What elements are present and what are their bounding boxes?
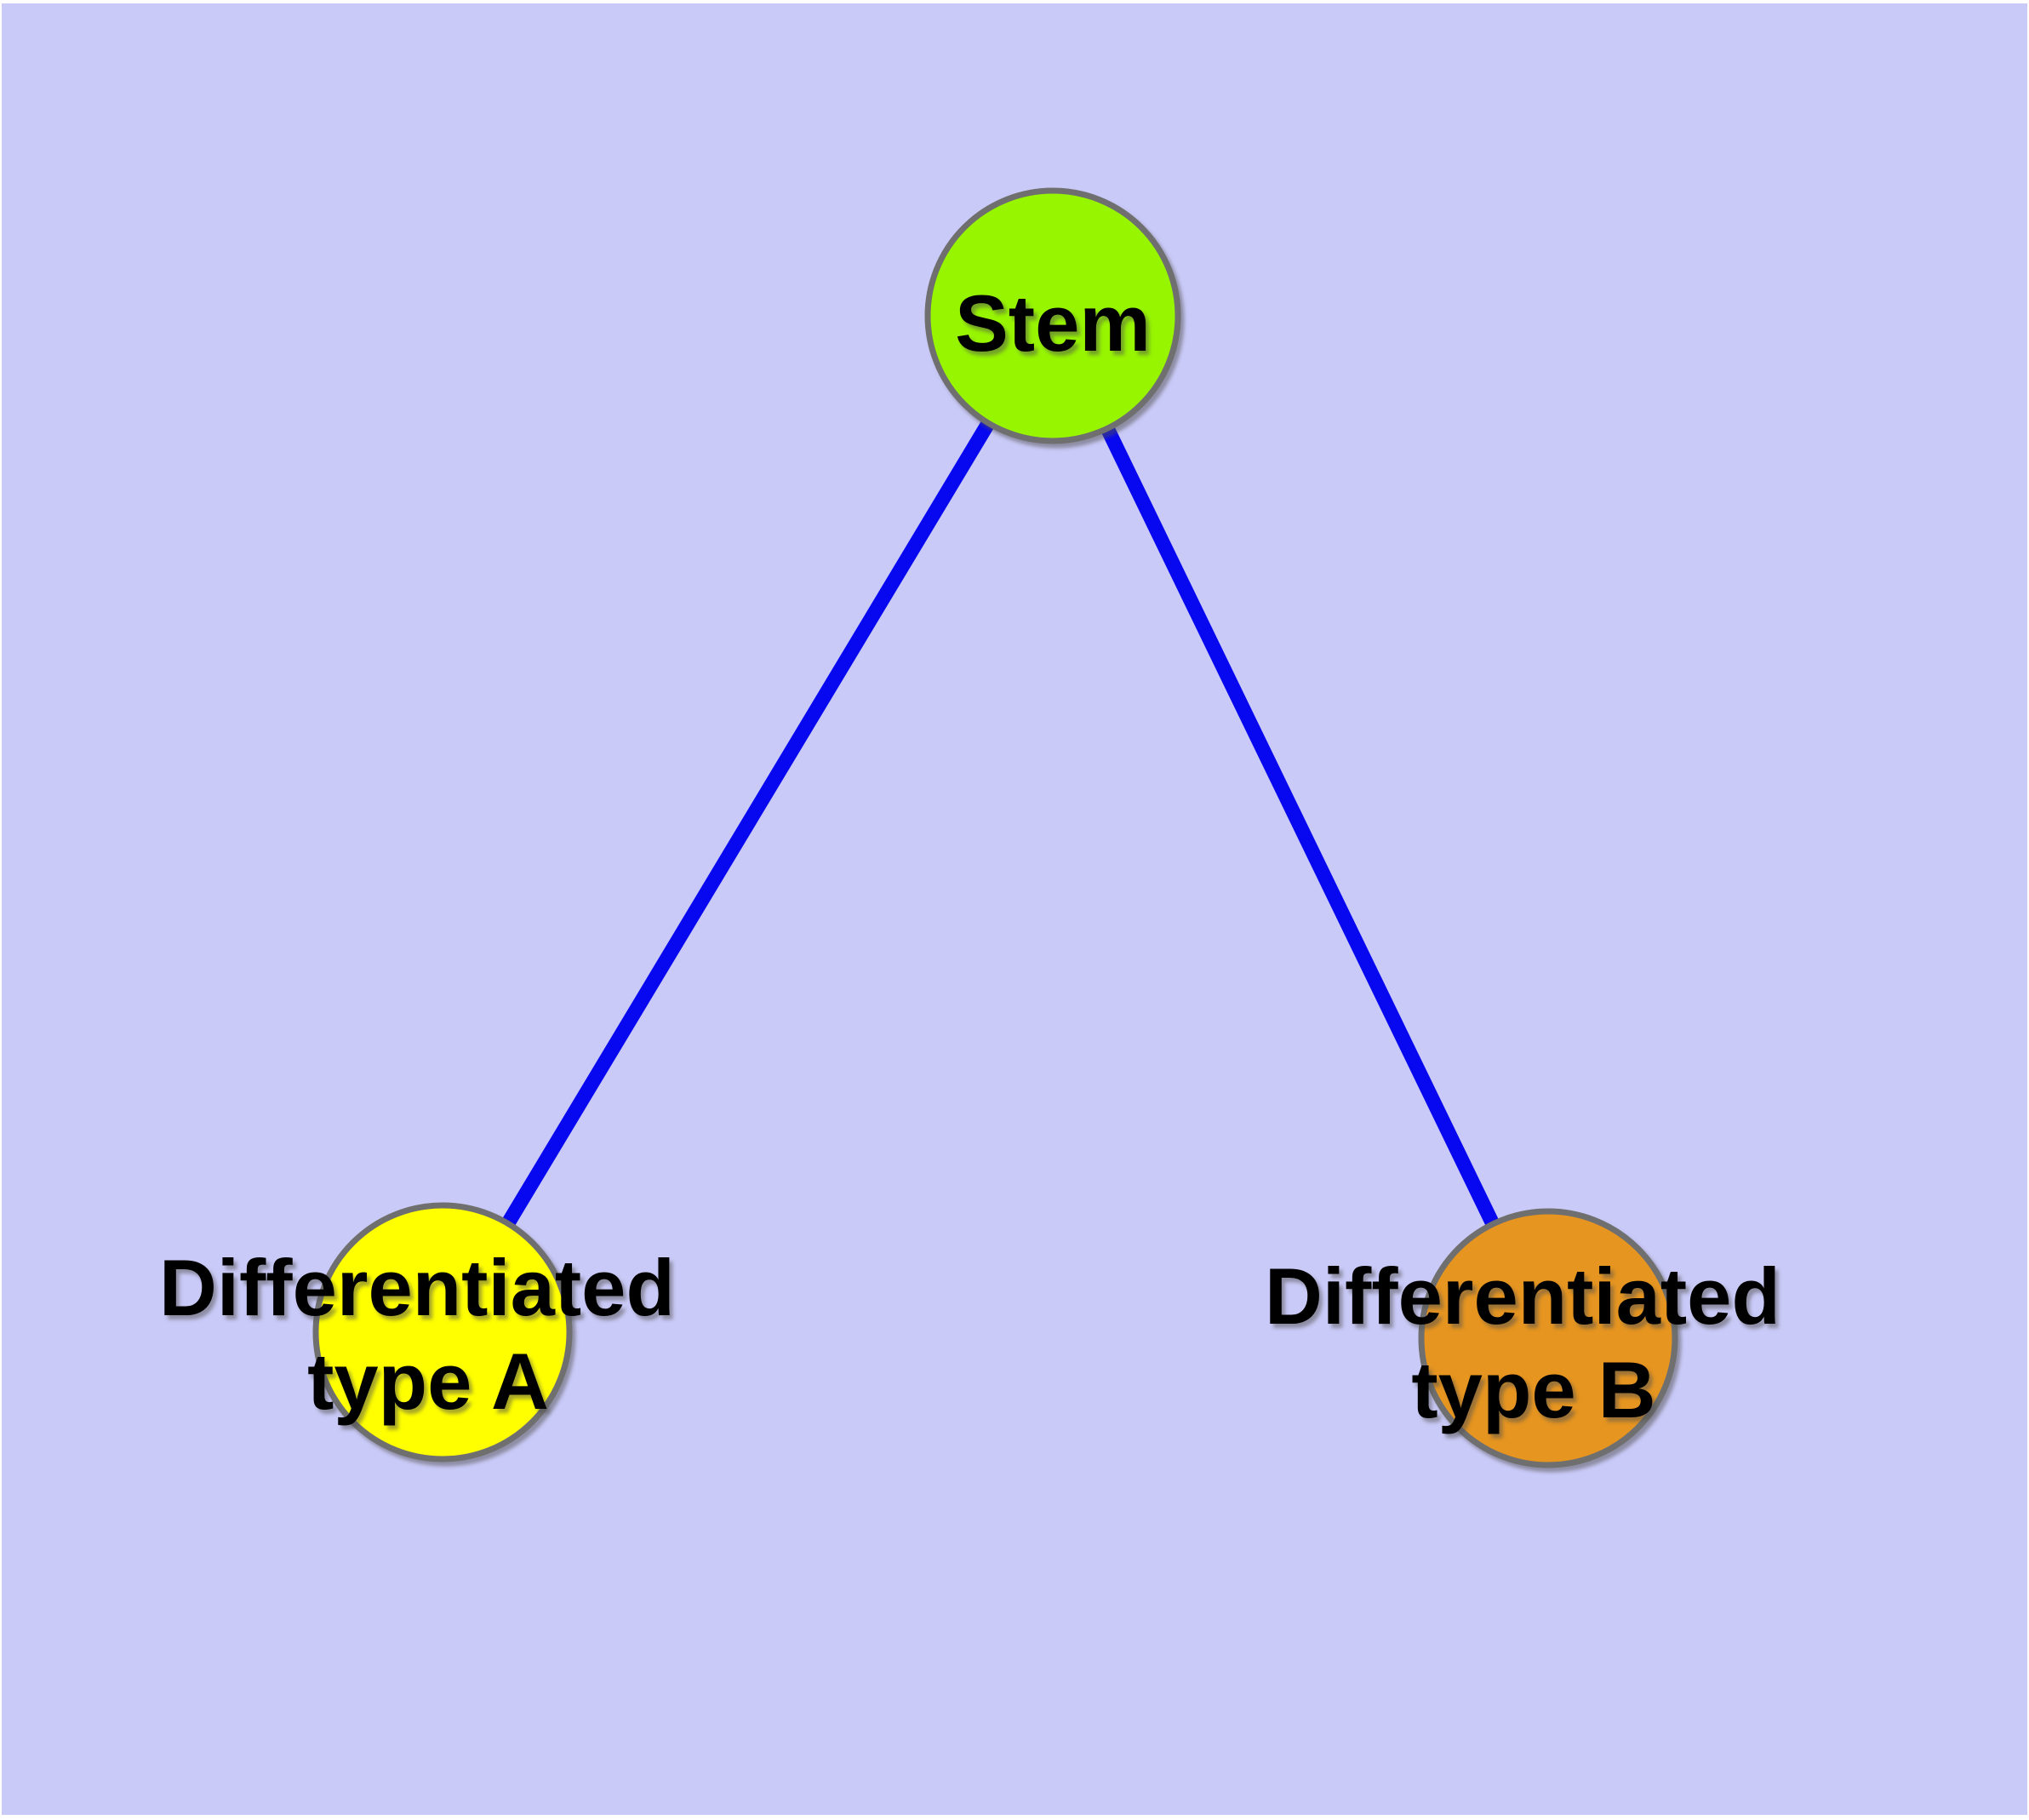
node-differentiated-type-b[interactable] <box>1418 1208 1678 1468</box>
node-type-b-label: Differentiated type B <box>1265 1251 1803 1434</box>
node-stem-label: Stem <box>955 278 1151 368</box>
node-differentiated-type-a[interactable] <box>312 1202 573 1462</box>
edge-stem-to-type-b[interactable] <box>1046 312 1555 1342</box>
node-type-a-label: Differentiated type A <box>159 1243 697 1426</box>
node-stem[interactable] <box>924 187 1181 444</box>
edge-stem-to-type-a[interactable] <box>436 312 1060 1336</box>
